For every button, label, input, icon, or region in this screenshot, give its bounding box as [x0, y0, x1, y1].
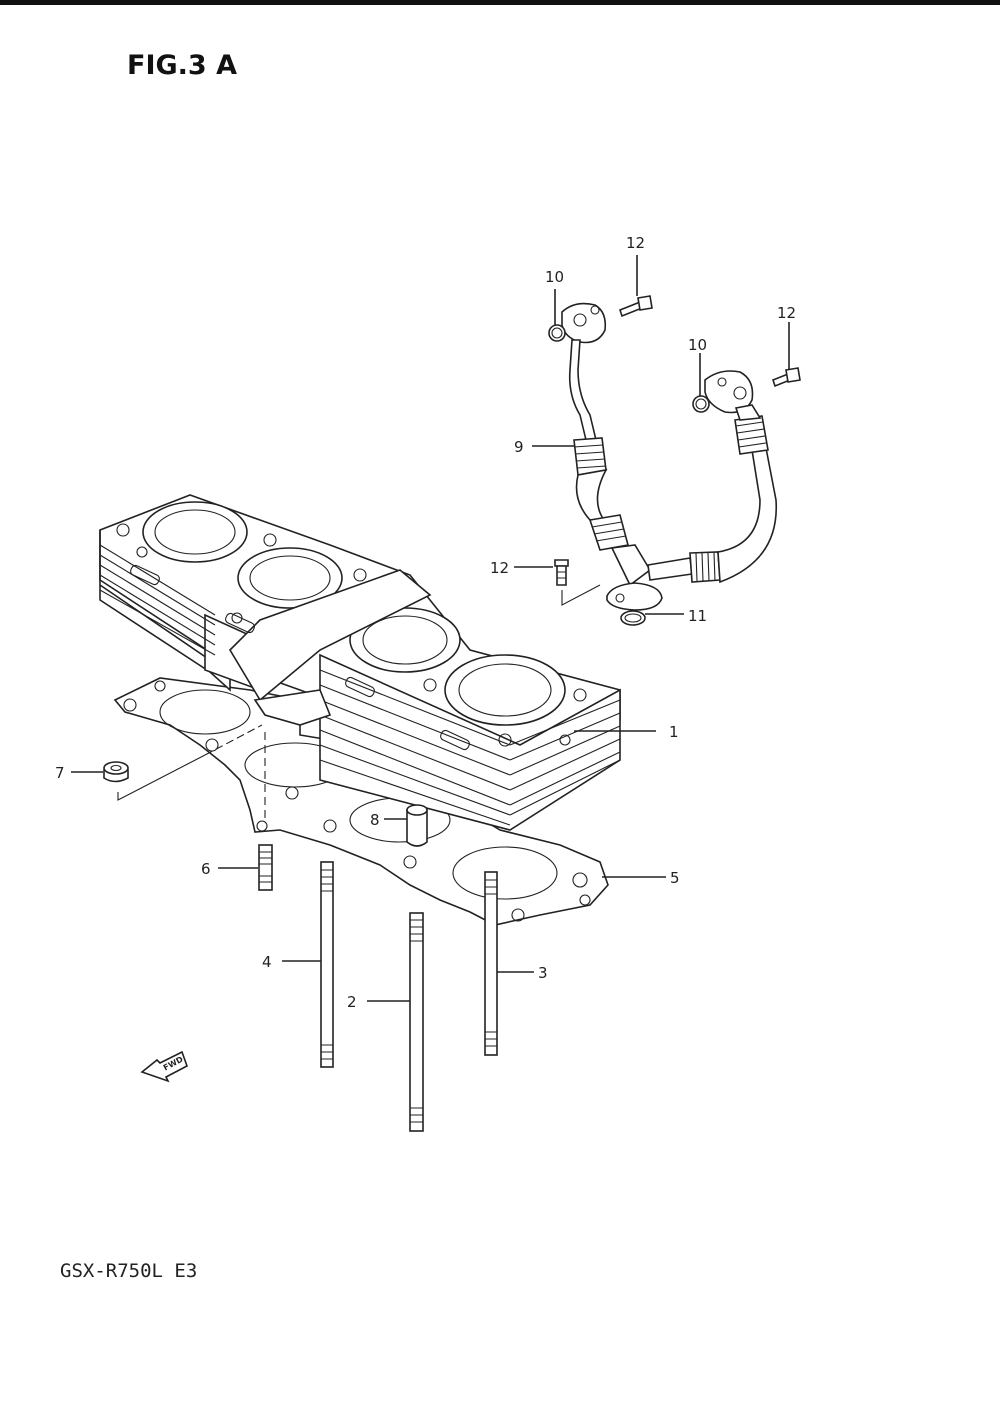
leader-lines	[71, 255, 790, 1002]
callout-10-right: 10	[688, 336, 707, 354]
stud-short	[258, 844, 273, 891]
stud-bolt-3	[484, 871, 498, 1056]
callout-12-lower: 12	[490, 559, 509, 577]
stud-bolt-2	[409, 912, 424, 1132]
bolt-12-top	[619, 295, 653, 318]
bolt-12-right	[772, 367, 801, 388]
callout-12-right: 12	[777, 304, 796, 322]
stud-bolt-4	[320, 861, 334, 1068]
figure-title: FIG.3 A	[127, 50, 237, 81]
callout-5: 5	[670, 869, 680, 887]
o-ring-11	[620, 610, 646, 626]
callout-2: 2	[347, 993, 357, 1011]
callout-1: 1	[669, 723, 679, 741]
callout-9: 9	[514, 438, 524, 456]
oil-hose-assembly	[561, 302, 777, 611]
callout-8: 8	[370, 811, 380, 829]
callout-6: 6	[201, 860, 211, 878]
bolt-12-lower	[554, 559, 601, 606]
flange-nut	[103, 724, 263, 801]
callout-10-left: 10	[545, 268, 564, 286]
callout-3: 3	[538, 964, 548, 982]
o-ring-10-right	[692, 395, 710, 413]
dowel-pin	[406, 804, 428, 847]
cylinder-block	[99, 494, 621, 831]
forward-direction-arrow: FWD	[140, 1050, 188, 1083]
callout-4: 4	[262, 953, 272, 971]
top-border-line	[0, 0, 1000, 5]
callout-7: 7	[55, 764, 65, 782]
callout-11: 11	[688, 607, 707, 625]
callout-12-top: 12	[626, 234, 645, 252]
model-code-label: GSX-R750L E3	[60, 1260, 198, 1282]
o-ring-10-left	[548, 324, 566, 342]
